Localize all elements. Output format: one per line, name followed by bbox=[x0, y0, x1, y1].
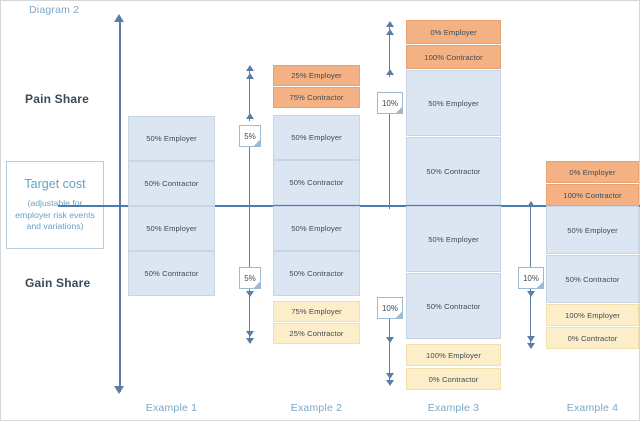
caption-example-4: Example 4 bbox=[566, 402, 619, 414]
bar-segment: 50% Contractor bbox=[546, 255, 639, 303]
bar-segment: 100% Employer bbox=[406, 344, 501, 366]
bar-segment: 50% Employer bbox=[128, 116, 215, 161]
bar-segment: 100% Employer bbox=[546, 304, 639, 326]
diagram-title: Diagram 2 bbox=[29, 4, 80, 16]
annotation-note-5pct-gain: 5% bbox=[239, 267, 261, 289]
bar-segment: 100% Contractor bbox=[546, 184, 639, 206]
annotation-note-10pct-pain: 10% bbox=[377, 92, 403, 114]
bar-segment: 50% Contractor bbox=[406, 273, 501, 339]
measure-arrow-pain-10pct bbox=[389, 27, 391, 77]
target-cost-title: Target cost bbox=[24, 176, 86, 191]
measure-arrow-pain-5pct bbox=[249, 71, 251, 121]
bar-segment: 50% Employer bbox=[406, 206, 501, 272]
bar-segment: 50% Employer bbox=[273, 206, 360, 251]
annotation-note-10pct-gain: 10% bbox=[377, 297, 403, 319]
bar-segment: 50% Employer bbox=[128, 206, 215, 251]
caption-example-3: Example 3 bbox=[427, 402, 480, 414]
axis-arrow-up-icon bbox=[114, 14, 124, 22]
bar-segment: 0% Employer bbox=[406, 20, 501, 44]
measure-arrow-pain-5pct-lower bbox=[249, 147, 251, 269]
bar-segment: 75% Employer bbox=[273, 301, 360, 322]
target-cost-note: (adjustable for employer risk events and… bbox=[15, 197, 95, 232]
bar-segment: 50% Employer bbox=[546, 206, 639, 254]
annotation-note-10pct-gain-ex4: 10% bbox=[518, 267, 544, 289]
measure-arrow-head-up-icon bbox=[245, 73, 254, 79]
bar-segment: 25% Contractor bbox=[273, 323, 360, 344]
pain-share-label: Pain Share bbox=[25, 92, 90, 106]
annotation-note-5pct-pain: 5% bbox=[239, 125, 261, 147]
gain-share-label: Gain Share bbox=[25, 276, 91, 290]
measure-arrow-head-down-icon bbox=[245, 331, 254, 337]
measure-arrow-head-down-icon bbox=[526, 343, 535, 349]
measure-arrow-head-up-icon bbox=[245, 113, 254, 119]
bar-segment: 50% Contractor bbox=[128, 161, 215, 206]
bar-segment: 50% Employer bbox=[273, 115, 360, 160]
measure-arrow-head-down-icon bbox=[385, 337, 394, 343]
measure-arrow-head-up-icon bbox=[245, 65, 254, 71]
bar-segment: 0% Contractor bbox=[546, 327, 639, 349]
measure-arrow-head-down-icon bbox=[526, 291, 535, 297]
bar-segment: 50% Employer bbox=[406, 70, 501, 136]
measure-arrow-head-down-icon bbox=[245, 291, 254, 297]
bar-segment: 50% Contractor bbox=[273, 160, 360, 205]
bar-segment: 50% Contractor bbox=[273, 251, 360, 296]
measure-arrow-head-up-icon bbox=[385, 69, 394, 75]
measure-arrow-head-up-icon bbox=[385, 21, 394, 27]
measure-arrow-head-up-icon bbox=[385, 29, 394, 35]
bar-segment: 0% Employer bbox=[546, 161, 639, 183]
caption-example-1: Example 1 bbox=[145, 402, 198, 414]
measure-arrow-gain-5pct bbox=[249, 289, 251, 339]
bar-segment: 50% Contractor bbox=[128, 251, 215, 296]
bar-segment: 25% Employer bbox=[273, 65, 360, 86]
measure-arrow-head-up-icon bbox=[526, 201, 535, 207]
measure-arrow-gain-10pct-ex4 bbox=[530, 207, 532, 269]
measure-arrow-head-down-icon bbox=[385, 373, 394, 379]
bar-segment: 75% Contractor bbox=[273, 87, 360, 108]
caption-example-2: Example 2 bbox=[290, 402, 343, 414]
bar-segment: 50% Contractor bbox=[406, 137, 501, 205]
measure-arrow-gain-10pct bbox=[389, 319, 391, 381]
measure-arrow-pain-10pct-lower bbox=[389, 114, 391, 209]
bar-segment: 100% Contractor bbox=[406, 45, 501, 69]
measure-arrow-head-down-icon bbox=[385, 380, 394, 386]
measure-arrow-gain-10pct-ex4-lower bbox=[530, 289, 532, 344]
measure-arrow-head-down-icon bbox=[526, 336, 535, 342]
measure-arrow-head-down-icon bbox=[245, 338, 254, 344]
axis-arrow-down-icon bbox=[114, 386, 124, 394]
bar-segment: 0% Contractor bbox=[406, 368, 501, 390]
